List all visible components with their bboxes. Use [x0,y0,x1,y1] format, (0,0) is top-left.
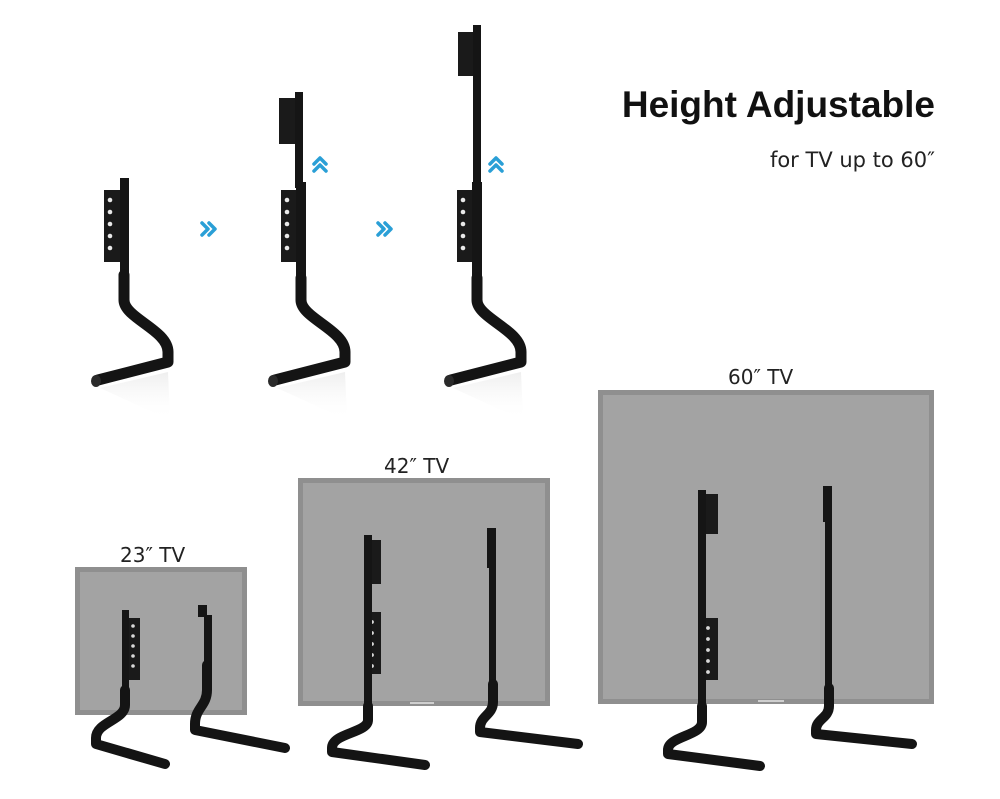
stand-collapsed [91,178,174,420]
tv-23 [75,567,290,769]
double-chevron-up-icon [312,156,328,173]
page-subtitle: for TV up to 60″ [769,148,935,172]
stand-extended-mid [268,92,351,420]
double-chevron-right-icon [376,221,393,237]
tv-60 [598,390,934,771]
stand-extended-full [444,25,527,420]
tv-size-label: 23″ TV [120,543,186,567]
double-chevron-up-icon [488,156,504,173]
tv-size-label: 42″ TV [384,454,450,478]
tv-size-label: 60″ TV [728,365,794,389]
tv-42 [298,478,583,770]
double-chevron-right-icon [200,221,217,237]
page-title: Height Adjustable [621,84,935,125]
